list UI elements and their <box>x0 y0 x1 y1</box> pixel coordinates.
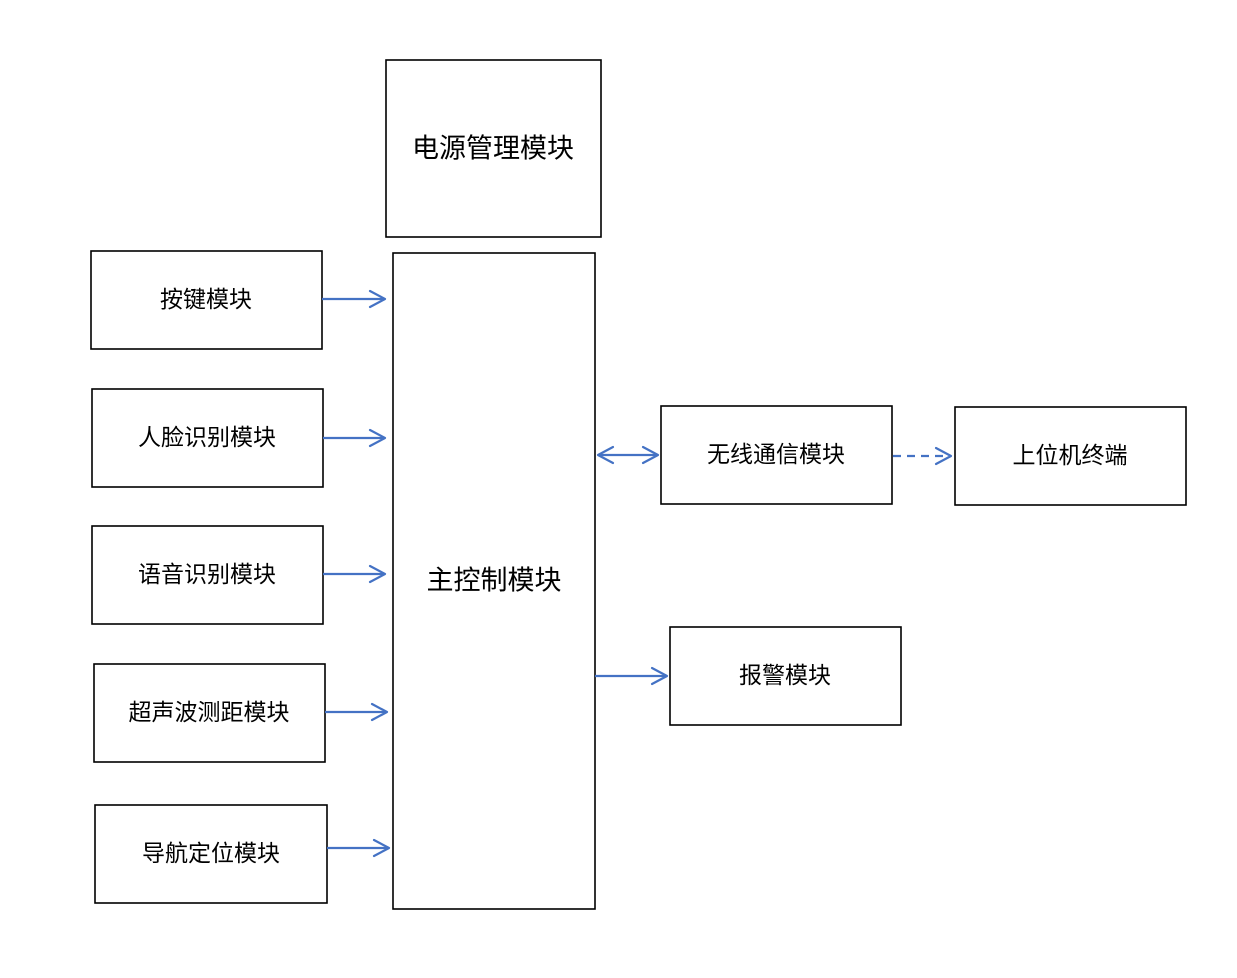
node-nav-label: 导航定位模块 <box>142 841 280 867</box>
node-key: 按键模块 <box>90 250 323 350</box>
edge-wireless-to-host <box>893 446 953 466</box>
node-power-label: 电源管理模块 <box>412 134 574 165</box>
node-main: 主控制模块 <box>392 252 596 910</box>
node-wireless-label: 无线通信模块 <box>707 442 845 468</box>
node-power: 电源管理模块 <box>385 59 602 238</box>
node-alarm: 报警模块 <box>669 626 902 726</box>
edge-face-to-main <box>323 428 387 448</box>
node-wireless: 无线通信模块 <box>660 405 893 505</box>
node-alarm-label: 报警模块 <box>739 663 831 689</box>
node-voice-label: 语音识别模块 <box>138 562 276 588</box>
node-nav: 导航定位模块 <box>94 804 328 904</box>
edge-voice-to-main <box>323 564 387 584</box>
node-ultrasonic: 超声波测距模块 <box>93 663 326 763</box>
node-voice: 语音识别模块 <box>91 525 324 625</box>
node-host-label: 上位机终端 <box>1013 443 1128 469</box>
node-host: 上位机终端 <box>954 406 1187 506</box>
node-face: 人脸识别模块 <box>91 388 324 488</box>
edge-key-to-main <box>322 289 387 309</box>
edge-main-to-alarm <box>595 666 669 686</box>
node-ultrasonic-label: 超声波测距模块 <box>129 700 290 726</box>
edge-nav-to-main <box>327 838 391 858</box>
node-key-label: 按键模块 <box>160 287 252 313</box>
edge-ultrasonic-to-main <box>325 702 389 722</box>
edge-main-wireless-bidirectional <box>596 445 660 465</box>
node-face-label: 人脸识别模块 <box>138 425 276 451</box>
node-main-label: 主控制模块 <box>427 566 562 597</box>
